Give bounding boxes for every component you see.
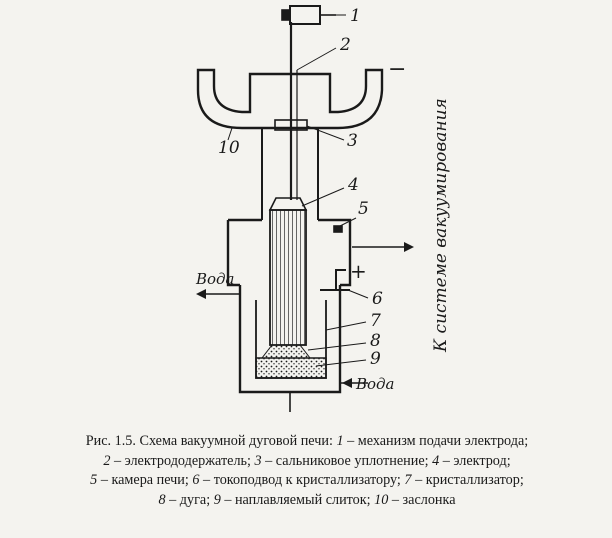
- callout-9: 9: [370, 349, 381, 369]
- vacuum-system-label: К системе вакуумирования: [431, 98, 451, 353]
- arc: [260, 344, 312, 359]
- callout-10: 10: [218, 138, 240, 158]
- caption-line-2: 2 – электрододержатель; 3 – сальниковое …: [103, 452, 511, 469]
- callout-4: 4: [347, 175, 359, 195]
- caption-line-3: 5 – камера печи; 6 – токоподвод к криста…: [90, 472, 524, 488]
- callout-8: 8: [370, 331, 381, 351]
- caption-line-1: Рис. 1.5. Схема вакуумной дуговой печи: …: [85, 433, 529, 449]
- callout-1: 1: [350, 6, 361, 26]
- electrode: [269, 209, 307, 346]
- caption-line-4: 8 – дуга; 9 – наплавляемый слиток; 10 – …: [158, 491, 456, 508]
- water-out-label: Вода: [195, 270, 235, 288]
- callout-2: 2: [339, 35, 351, 55]
- minus-sign: −: [388, 57, 406, 82]
- current-lead: [335, 269, 346, 290]
- water-in-label: Вода: [355, 375, 395, 393]
- plus-sign: +: [350, 259, 367, 283]
- callout-6: 6: [372, 289, 383, 309]
- gland-seal: [274, 119, 308, 131]
- furnace-diagram: 1 2 − 3 10 4 5 + 6 7 8 9 Вода Вода К сис…: [195, 5, 451, 412]
- callout-5: 5: [358, 199, 369, 219]
- callout-7: 7: [370, 311, 381, 331]
- feed-mechanism: [289, 5, 321, 25]
- ingot: [255, 357, 327, 379]
- callout-3: 3: [347, 131, 358, 151]
- furnace-chamber: [226, 218, 352, 287]
- figure-caption: Рис. 1.5. Схема вакуумной дуговой печи: …: [14, 432, 600, 510]
- shutter: [196, 68, 384, 130]
